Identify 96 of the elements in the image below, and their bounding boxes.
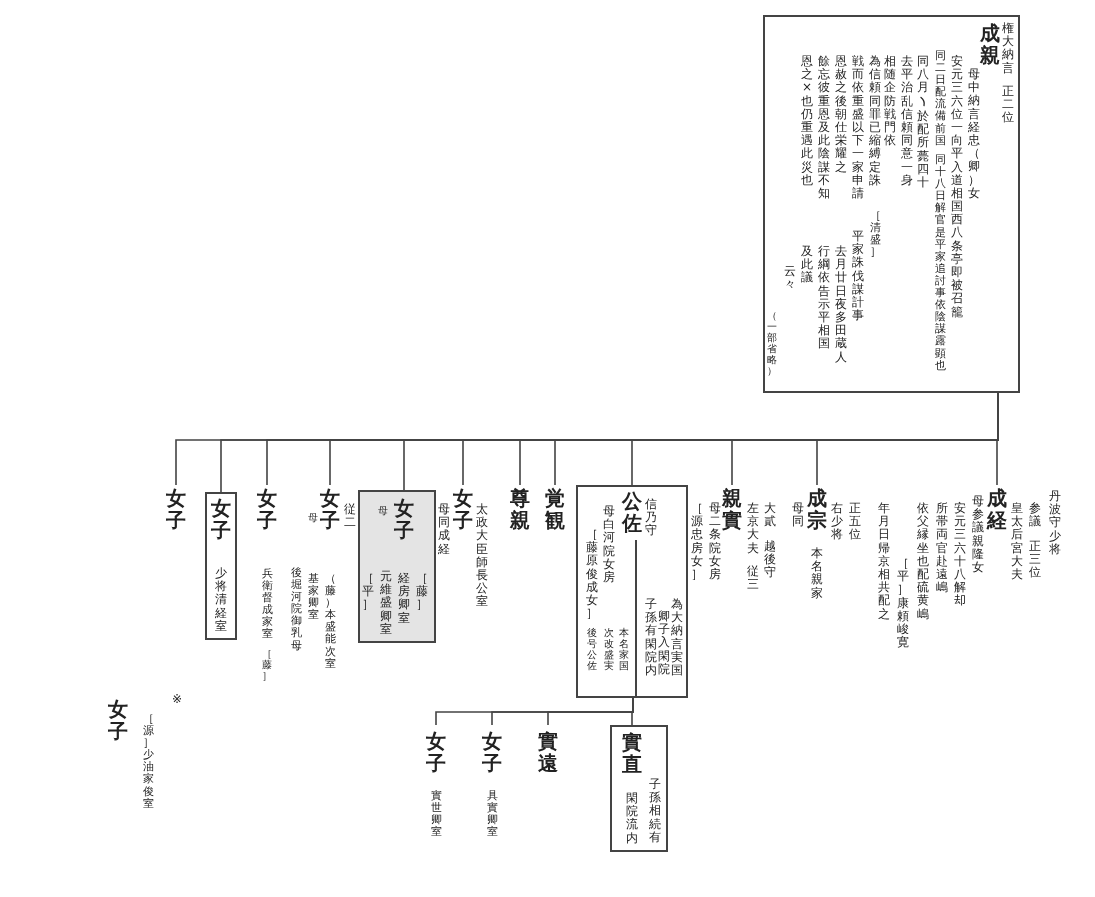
person-name: 尊親 — [510, 487, 530, 531]
annotation-text: 為信頼同罪已縮縛定誅 — [869, 55, 881, 187]
annotation-text: ［藤］ — [416, 572, 428, 612]
annotation-text: 母参議親隆女 — [972, 495, 984, 575]
annotation-text: 右少将 — [831, 502, 843, 542]
annotation-text: 正二位 — [1002, 85, 1014, 125]
annotation-text: 母白河院女房 — [603, 505, 615, 585]
annotation-text: 後号公佐 — [587, 627, 597, 671]
annotation-text: 正三位 — [1029, 540, 1041, 580]
annotation-text: 恩之×也仍重遇此災也 — [801, 55, 813, 187]
annotation-text: 少将清経室 — [215, 567, 227, 633]
entry-box — [576, 485, 688, 698]
annotation-text: ［平］ — [362, 572, 374, 612]
annotation-text: 後堀河院御乳母 — [290, 567, 302, 652]
annotation-text: 去月廿日夜多田蔵人 — [835, 245, 847, 364]
person-name: 公佐 — [622, 490, 642, 534]
annotation-text: 左京大夫 — [747, 502, 759, 555]
annotation-text: 権大納言 — [1002, 22, 1014, 75]
annotation-text: ［藤原俊成女］ — [586, 528, 598, 621]
annotation-text: 母 — [308, 512, 318, 523]
annotation-text: 従三 — [747, 565, 759, 592]
annotation-text: （一部省略） — [767, 310, 777, 376]
annotation-text: ［源忠房女］ — [691, 502, 703, 582]
annotation-text: 本名家国 — [619, 627, 629, 671]
annotation-text: 於配所薨四十 — [917, 110, 929, 190]
annotation-text: 年月日帰京相共配之 — [878, 502, 890, 621]
annotation-text: 従二 — [344, 503, 356, 530]
annotation-text: 正五位 — [849, 502, 861, 542]
annotation-text: 去平治乱信頼同意一身 — [901, 55, 913, 187]
annotation-text: 為大納言実国 — [671, 598, 683, 678]
annotation-text: 母 — [378, 505, 388, 516]
annotation-text: 丹波守少将 — [1049, 490, 1061, 556]
note-text: ※ — [171, 693, 183, 707]
annotation-text: 母中納言経忠（卿）女 — [968, 68, 980, 200]
person-name: 實遠 — [538, 730, 558, 774]
annotation-text: 具實卿室 — [486, 790, 498, 839]
annotation-text: 安元三六十八解却 — [954, 502, 966, 608]
annotation-text: 母同成経 — [438, 503, 450, 556]
annotation-text: 信乃守 — [645, 498, 657, 538]
annotation-text: 参議 — [1029, 502, 1041, 529]
annotation-text: （藤）本盛能次室 — [324, 573, 336, 670]
person-name: 成宗 — [807, 487, 827, 531]
person-name: 實直 — [622, 731, 642, 775]
annotation-text: 基家卿室 — [307, 573, 319, 622]
person-name: 女子 — [166, 487, 186, 531]
annotation-text: 所帯両官赴遠嶋 — [936, 502, 948, 595]
annotation-text: 戦而依重盛以下一家申請 — [852, 55, 864, 201]
annotation-text: 子孫有閑院内 — [645, 598, 657, 678]
annotation-text: 大貳 — [764, 502, 776, 529]
annotation-text: 太政大臣師長公室 — [476, 503, 488, 609]
entry-box — [205, 492, 237, 640]
person-name: 覚観 — [545, 487, 565, 531]
person-name: 女子 — [482, 730, 502, 774]
annotation-text: 云々 — [784, 265, 796, 292]
person-name: 女子 — [453, 487, 473, 531]
annotation-text: 同十八日解官是平家追討事依陰謀露顕也 — [934, 154, 946, 372]
annotation-text: 同八月 — [917, 55, 929, 95]
note-text: ［源］少油家俊室 — [142, 713, 154, 810]
annotation-text: 次改盛実 — [604, 627, 614, 671]
annotation-text: 母同 — [792, 502, 804, 529]
annotation-text: 越後守 — [764, 540, 776, 580]
annotation-text: 兵衛督成家室 — [261, 568, 273, 641]
annotation-text: 子孫相続有 — [649, 778, 661, 844]
annotation-text: 同二日配流備前国 — [934, 50, 946, 147]
person-name: 女子 — [394, 497, 414, 541]
person-name: 女子 — [211, 497, 231, 541]
annotation-text: 平家誅伐謀計事 — [852, 230, 864, 323]
annotation-text: 餘忘彼重恩及此陰謀不知 — [818, 55, 830, 201]
annotation-text: 卿子入閑院 — [658, 610, 670, 676]
annotation-text: ［清盛］ — [869, 210, 881, 259]
entry-box — [610, 725, 668, 852]
person-name: 成経 — [987, 487, 1007, 531]
person-name: 女子 — [426, 730, 446, 774]
shaded-entry-box — [358, 490, 436, 643]
annotation-text: 閑院流内 — [626, 792, 638, 845]
person-name: 親實 — [722, 487, 742, 531]
person-name: 女子 — [108, 698, 128, 742]
annotation-text: 元維盛卿室 — [380, 570, 392, 636]
tree-line — [435, 697, 634, 726]
annotation-text: 依父縁坐也配硫黄嶋 — [917, 502, 929, 621]
person-name: 女子 — [320, 487, 340, 531]
person-name: 女子 — [257, 487, 277, 531]
annotation-text: 母二条院女房 — [709, 502, 721, 582]
annotation-text: 行綱依告示平相国 — [818, 245, 830, 351]
annotation-text: 安元三六位一向平入道相国西八条亭即被召籠 — [951, 55, 963, 319]
annotation-text: 恩赦之後朝仕栄耀之 — [835, 55, 847, 174]
person-name: 成親 — [980, 22, 1000, 66]
annotation-text: 相随企防戦門依 — [884, 55, 896, 148]
annotation-text: 皇太后宮大夫 — [1011, 502, 1023, 582]
annotation-text: 及此議 — [801, 245, 813, 285]
annotation-text: 實世卿室 — [430, 790, 442, 839]
annotation-text: ［藤］ — [262, 648, 272, 681]
entry-box — [763, 15, 1020, 393]
annotation-text: ［平］康頼峻寛 — [897, 557, 909, 650]
annotation-text: 経房卿室 — [398, 572, 410, 625]
annotation-text: 本名親家 — [811, 547, 823, 600]
